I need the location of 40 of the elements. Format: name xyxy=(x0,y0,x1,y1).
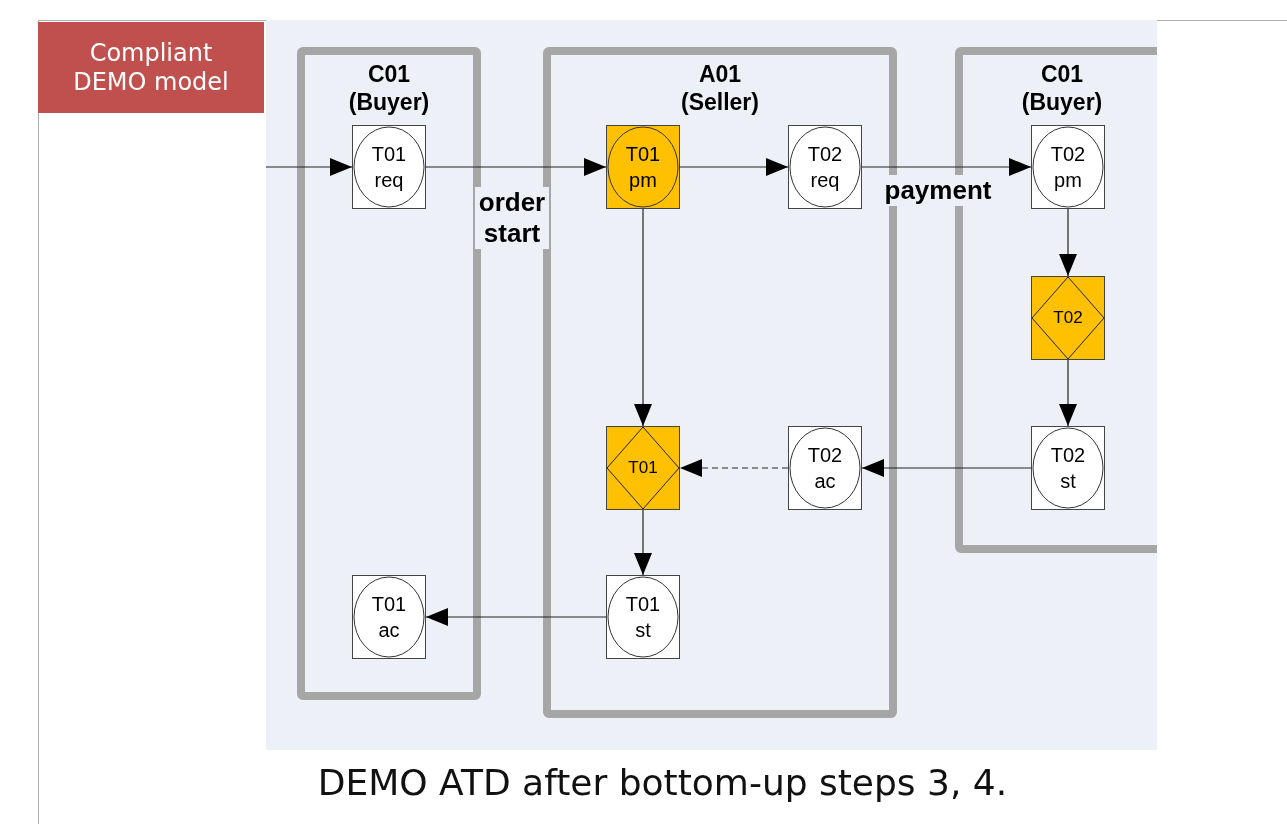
transaction-label: T02 req xyxy=(806,142,844,193)
transaction-step-box xyxy=(788,426,862,510)
arrow xyxy=(1059,208,1077,277)
edge-label: order start xyxy=(475,187,549,250)
transaction-label: T01 st xyxy=(624,592,662,643)
transaction-label: T02 pm xyxy=(1049,142,1087,193)
transaction-step-box xyxy=(352,575,426,659)
title-banner xyxy=(38,22,264,113)
transaction-decision-box xyxy=(1031,276,1105,360)
transaction-step-box xyxy=(788,125,862,209)
actor-role-box xyxy=(297,47,481,700)
transaction-label: T01 pm xyxy=(624,142,662,193)
transaction-label: T01 ac xyxy=(370,592,408,643)
caption: DEMO ATD after bottom-up steps 3, 4. xyxy=(316,762,1009,803)
arrow xyxy=(1059,359,1077,427)
actor-role-title: C01 (Buyer) xyxy=(1020,61,1104,117)
arrow xyxy=(634,509,652,576)
transaction-label: T01 xyxy=(627,456,659,479)
arrow xyxy=(265,158,353,176)
arrow xyxy=(634,208,652,427)
transaction-step-box xyxy=(1031,125,1105,209)
arrow xyxy=(679,459,789,477)
edge-label: payment xyxy=(883,175,993,207)
arrow xyxy=(425,608,607,626)
transaction-label: T01 req xyxy=(370,142,408,193)
actor-role-title: C01 (Buyer) xyxy=(347,61,431,117)
transaction-label: T02 st xyxy=(1049,443,1087,494)
arrow xyxy=(861,459,1032,477)
transaction-step-box xyxy=(352,125,426,209)
banner-text: Compliant DEMO model xyxy=(72,38,230,97)
transaction-step-box xyxy=(606,125,680,209)
transaction-step-box xyxy=(606,575,680,659)
transaction-label: T02 ac xyxy=(806,443,844,494)
transaction-decision-box xyxy=(606,426,680,510)
arrow xyxy=(861,158,1032,176)
arrow xyxy=(425,158,607,176)
transaction-label: T02 xyxy=(1052,306,1084,329)
arrow xyxy=(679,158,789,176)
actor-role-title: A01 (Seller) xyxy=(680,61,760,117)
transaction-step-box xyxy=(1031,426,1105,510)
